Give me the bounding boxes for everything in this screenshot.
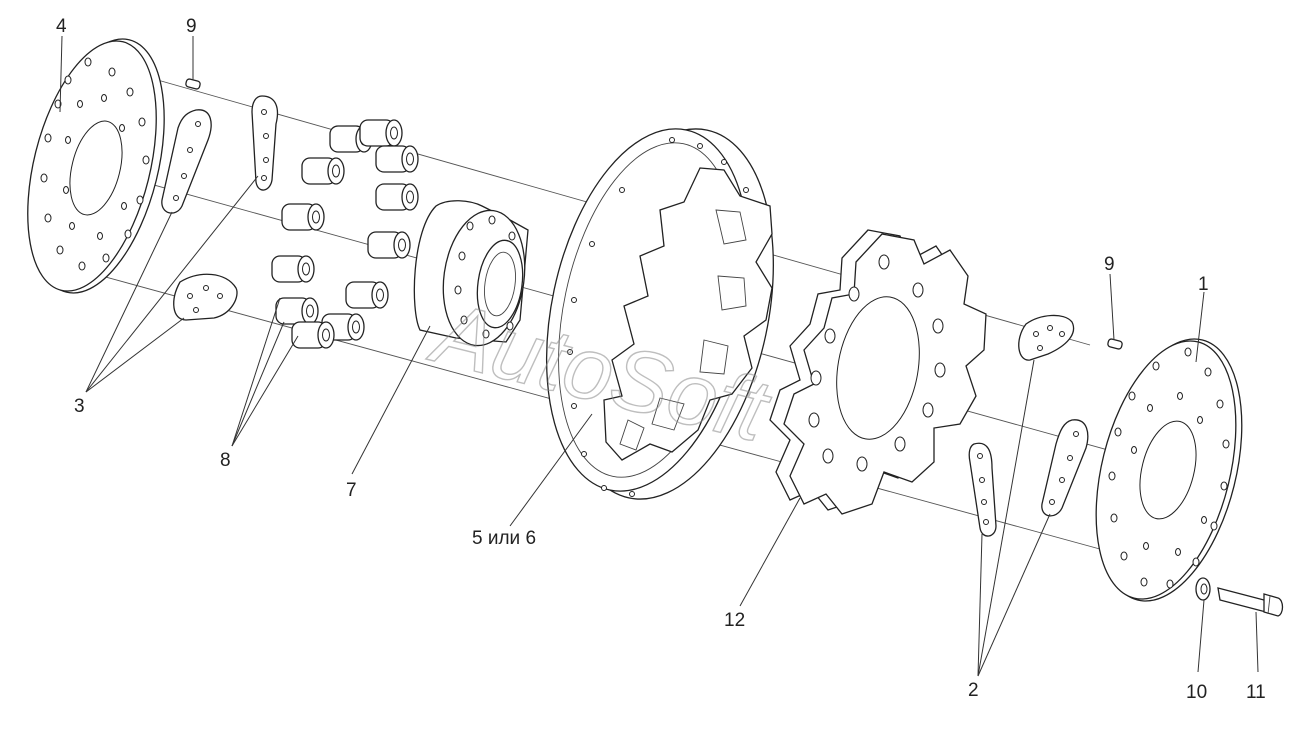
label-4: 4 (56, 16, 67, 37)
bushing (275, 297, 319, 325)
label-2: 2 (968, 680, 979, 701)
label-1: 1 (1198, 274, 1209, 295)
bushings-part-8 (271, 119, 419, 349)
elastic-element-holes (808, 254, 946, 472)
washer-part-10 (1195, 577, 1211, 601)
label-8: 8 (220, 450, 231, 471)
left-pin-part-9 (185, 78, 201, 90)
housing-teeth-outline (619, 209, 747, 451)
label-11: 11 (1246, 682, 1266, 703)
callout-labels: 4 9 3 8 7 5 или 6 12 2 9 1 10 11 (56, 16, 1266, 703)
label-5-or-6: 5 или 6 (472, 528, 536, 549)
bushing (375, 183, 419, 211)
leader-lines (59, 35, 1259, 677)
splined-hub-part-7 (413, 200, 529, 347)
bushing (301, 157, 345, 185)
elastic-element-part-12 (769, 229, 987, 515)
bolt-part-11 (1217, 587, 1284, 617)
left-disc-part-4 (27, 38, 165, 294)
label-9-left: 9 (186, 16, 197, 37)
left-disc-holes (40, 57, 150, 271)
label-9-right: 9 (1104, 254, 1115, 275)
label-7: 7 (346, 480, 357, 501)
label-3: 3 (74, 396, 85, 417)
bushing (359, 119, 403, 147)
bushing (281, 203, 325, 231)
right-disc-part-1 (1095, 338, 1243, 602)
bushing (367, 231, 411, 259)
bushing (271, 255, 315, 283)
right-pin-part-9 (1107, 338, 1123, 350)
bushing (345, 281, 389, 309)
left-plates-part-3 (161, 95, 279, 321)
right-disc-holes (1108, 347, 1230, 589)
bushing (291, 321, 335, 349)
housing-ring-part-5-6 (545, 128, 774, 500)
plate-holes (173, 109, 269, 313)
housing-rim-holes (567, 137, 749, 497)
bushing (375, 145, 419, 173)
label-10: 10 (1186, 682, 1207, 703)
label-12: 12 (724, 610, 745, 631)
right-plates-part-2 (968, 314, 1089, 537)
right-plate-holes (977, 325, 1079, 525)
bushing (321, 313, 365, 341)
hub-bolt-holes (454, 215, 516, 339)
